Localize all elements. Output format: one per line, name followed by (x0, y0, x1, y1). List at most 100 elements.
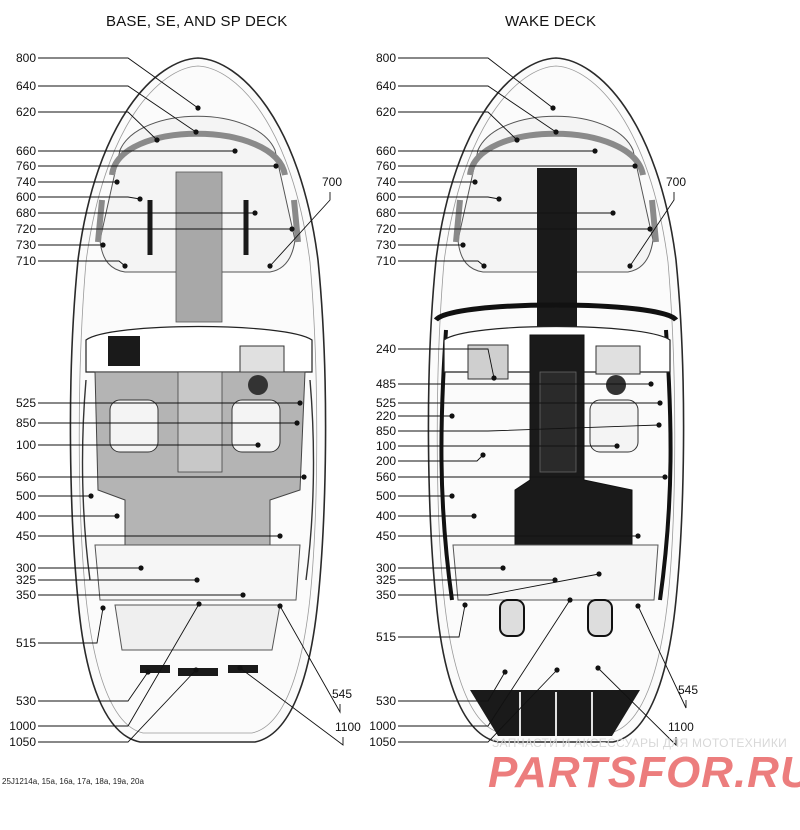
watermark-subtitle: ЗАПЧАСТИ И АКСЕССУАРЫ ДЛЯ МОТОТЕХНИКИ (492, 736, 788, 750)
left-leader-dot-450 (277, 533, 283, 539)
right-leader-dot-240 (491, 375, 497, 381)
right-leader-240 (398, 348, 495, 379)
right-leader-dot-730 (460, 242, 466, 248)
left-leader-dot-680 (252, 210, 258, 216)
right-callout-240: 240 (375, 342, 396, 356)
right-callout-1100: 1100 (668, 720, 694, 734)
right-callout-1000: 1000 (369, 719, 396, 733)
right-leader-dot-1000 (567, 597, 573, 603)
right-leader-800 (398, 57, 554, 109)
right-leader-dot-600 (496, 196, 502, 202)
right-callout-850: 850 (375, 424, 396, 438)
left-callout-545: 545 (332, 687, 353, 701)
right-leader-dot-530 (502, 669, 508, 675)
left-leader-dot-700 (267, 263, 273, 269)
left-leader-dot-760 (273, 163, 279, 169)
left-leader-dot-740 (114, 179, 120, 185)
right-leader-dot-525 (657, 400, 663, 406)
right-callout-300: 300 (375, 561, 396, 575)
left-callout-530: 530 (15, 694, 36, 708)
left-callout-350: 350 (15, 588, 36, 602)
right-leader-dot-740 (472, 179, 478, 185)
left-callout-525: 525 (15, 396, 36, 410)
left-leader-dot-800 (195, 105, 201, 111)
right-leader-dot-400 (471, 513, 477, 519)
left-leader-dot-620 (154, 137, 160, 143)
right-callout-660: 660 (375, 144, 396, 158)
right-leader-545 (637, 605, 687, 709)
left-callout-740: 740 (15, 175, 36, 189)
right-callout-545: 545 (678, 683, 699, 697)
left-leader-dot-710 (122, 263, 128, 269)
right-leader-dot-720 (647, 226, 653, 232)
right-leader-600 (398, 196, 500, 200)
right-callout-325: 325 (375, 573, 396, 587)
left-leader-600 (38, 196, 141, 200)
left-leader-dot-1050 (193, 667, 199, 673)
right-leader-dot-450 (635, 533, 641, 539)
right-callout-560: 560 (375, 470, 396, 484)
right-leader-710 (398, 260, 485, 267)
right-leader-dot-660 (592, 148, 598, 154)
left-leader-1000 (38, 603, 200, 727)
left-leader-dot-600 (137, 196, 143, 202)
left-leader-dot-100 (255, 442, 261, 448)
right-callout-620: 620 (375, 105, 396, 119)
right-callout-720: 720 (375, 222, 396, 236)
left-leader-530 (38, 671, 149, 702)
right-callout-100: 100 (375, 439, 396, 453)
left-callout-730: 730 (15, 238, 36, 252)
right-wake-tower (433, 302, 679, 322)
right-leader-dot-515 (462, 602, 468, 608)
right-leader-dot-220 (449, 413, 455, 419)
left-boat (69, 57, 327, 743)
left-leader-640 (38, 85, 197, 133)
left-leader-800 (38, 57, 199, 109)
right-leader-dot-560 (662, 474, 668, 480)
watermark-logo: PARTSFOR.RU (488, 748, 800, 797)
right-boat (427, 57, 685, 743)
right-leader-dot-350 (596, 571, 602, 577)
left-callout-1000: 1000 (9, 719, 36, 733)
right-leader-dot-700 (627, 263, 633, 269)
right-leader-dot-300 (500, 565, 506, 571)
right-leader-dot-710 (481, 263, 487, 269)
left-callout-760: 760 (15, 159, 36, 173)
left-callout-300: 300 (15, 561, 36, 575)
left-leader-545 (279, 605, 341, 714)
left-leader-dot-660 (232, 148, 238, 154)
right-leader-1100 (597, 667, 677, 747)
right-leader-dot-850 (656, 422, 662, 428)
left-callout-720: 720 (15, 222, 36, 236)
left-leader-1050 (38, 669, 197, 743)
left-leader-dot-545 (277, 603, 283, 609)
right-leader-1050 (398, 669, 558, 743)
left-leader-dot-325 (194, 577, 200, 583)
left-callout-850: 850 (15, 416, 36, 430)
right-leader-dot-485 (648, 381, 654, 387)
right-leader-dot-100 (614, 443, 620, 449)
right-callout-485: 485 (375, 377, 396, 391)
right-leader-850 (398, 424, 660, 432)
right-callout-220: 220 (375, 409, 396, 423)
right-leader-1000 (398, 599, 571, 727)
right-callout-500: 500 (375, 489, 396, 503)
left-leader-dot-1000 (196, 601, 202, 607)
right-leader-dot-545 (635, 603, 641, 609)
left-leader-dot-560 (301, 474, 307, 480)
right-leader-dot-760 (632, 163, 638, 169)
left-callout-640: 640 (15, 79, 36, 93)
right-callout-1050: 1050 (369, 735, 396, 749)
right-leader-dot-680 (610, 210, 616, 216)
right-leader-530 (398, 671, 506, 702)
title-left-deck: BASE, SE, AND SP DECK (106, 13, 288, 30)
right-leader-dot-620 (514, 137, 520, 143)
left-leader-dot-730 (100, 242, 106, 248)
left-leader-dot-515 (100, 605, 106, 611)
left-leader-dot-530 (145, 669, 151, 675)
right-callout-200: 200 (375, 454, 396, 468)
right-callout-730: 730 (375, 238, 396, 252)
left-callout-1100: 1100 (335, 720, 361, 734)
